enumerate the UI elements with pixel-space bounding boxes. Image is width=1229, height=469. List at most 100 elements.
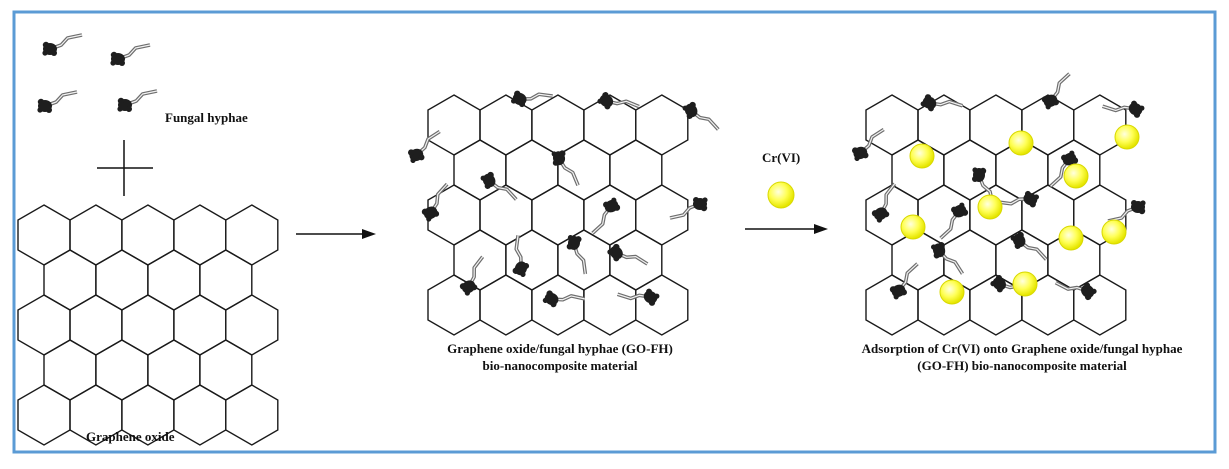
adsorbed-cr-ions: [900, 124, 1140, 305]
fungal-hypha-icon: [459, 255, 485, 296]
hexagon-cell: [865, 274, 919, 336]
fungal-hypha-icon: [480, 171, 518, 201]
fungal-hypha-icon: [871, 182, 897, 223]
figure-frame: [12, 10, 1217, 454]
hexagon-cell: [225, 294, 279, 356]
graphene-oxide-label: Graphene oxide: [86, 429, 175, 444]
fungal-hypha-icon: [852, 128, 885, 162]
hexagon-cell: [891, 229, 945, 291]
hexagon-cell: [69, 294, 123, 356]
free-fungal-hyphae: [37, 33, 158, 113]
fungal-hypha-icon: [110, 43, 151, 66]
hexagon-cell: [95, 249, 149, 311]
hexagon-cell: [583, 274, 637, 336]
hexagon-cell: [609, 139, 663, 201]
fungal-hypha-icon: [117, 89, 158, 112]
hexagon-cell: [173, 294, 227, 356]
fungal-hypha-icon: [37, 90, 78, 113]
hexagon-cell: [531, 274, 585, 336]
fungal-hypha-icon: [566, 234, 588, 275]
fungal-hypha-icon: [930, 242, 964, 275]
cr-vi-ion-icon: [1063, 163, 1089, 189]
cr-vi-ion-icon: [977, 194, 1003, 220]
cr-vi-ion-icon: [939, 279, 965, 305]
composite-fungal-hyphae: [408, 90, 720, 308]
cr-vi-ion-icon: [1008, 130, 1034, 156]
fungal-hypha-icon: [682, 101, 720, 131]
fungal-hyphae-label: Fungal hyphae: [165, 110, 248, 125]
hexagon-cell: [531, 184, 585, 246]
hexagon-cell: [121, 204, 175, 266]
hexagon-cell: [1073, 274, 1127, 336]
hexagon-cell: [225, 384, 279, 446]
fungal-hypha-icon: [607, 243, 649, 266]
fungal-hypha-icon: [408, 130, 441, 164]
hexagon-cell: [199, 339, 253, 401]
fungal-hypha-icon: [1054, 281, 1097, 301]
hexagon-cell: [505, 229, 559, 291]
plus-sign-icon: [97, 140, 153, 196]
hexagon-cell: [17, 384, 71, 446]
hexagon-cell: [173, 384, 227, 446]
fungal-hypha-icon: [542, 290, 586, 308]
go-fh-composite-lattice: [427, 94, 689, 336]
fungal-hypha-icon: [616, 288, 660, 306]
hexagon-cell: [865, 94, 919, 156]
hexagon-cell: [147, 339, 201, 401]
hexagon-cell: [69, 204, 123, 266]
fungal-hypha-icon: [597, 92, 640, 110]
cr-vi-ion-icon: [1114, 124, 1140, 150]
hexagon-cell: [479, 274, 533, 336]
hexagon-cell: [43, 249, 97, 311]
graphene-oxide-lattice: [17, 204, 279, 446]
cr-vi-label: Cr(VI): [762, 150, 800, 165]
hexagon-cell: [173, 204, 227, 266]
cr-vi-ion-icon: [767, 181, 795, 209]
hexagon-cell: [121, 294, 175, 356]
hexagon-cell: [1073, 94, 1127, 156]
hexagon-cell: [17, 294, 71, 356]
right-arrow-icon: [745, 224, 828, 234]
adsorption-title-line1: Adsorption of Cr(VI) onto Graphene oxide…: [862, 341, 1183, 356]
composite-title-line1: Graphene oxide/fungal hyphae (GO-FH): [447, 341, 673, 356]
hexagon-cell: [453, 139, 507, 201]
hexagon-cell: [479, 184, 533, 246]
hexagon-cell: [583, 184, 637, 246]
fungal-hypha-icon: [42, 33, 83, 56]
hexagon-cell: [199, 249, 253, 311]
adsorption-title-line2: (GO-FH) bio-nanocomposite material: [917, 358, 1127, 373]
right-arrow-icon: [296, 229, 376, 239]
hexagon-cell: [531, 94, 585, 156]
fungal-hypha-icon: [591, 197, 621, 235]
cr-vi-ion-icon: [909, 143, 935, 169]
fungal-hypha-icon: [510, 90, 553, 108]
fungal-hypha-icon: [1041, 72, 1071, 110]
hexagon-cell: [635, 94, 689, 156]
adsorbed-composite-fungal-hyphae: [852, 72, 1146, 301]
fungal-hypha-icon: [1101, 100, 1145, 118]
cr-vi-ion-icon: [900, 214, 926, 240]
fungal-hypha-icon: [939, 202, 969, 240]
cr-vi-ion-icon: [1058, 225, 1084, 251]
fungal-hypha-icon: [1107, 200, 1146, 223]
hexagon-cell: [505, 139, 559, 201]
fungal-hypha-icon: [920, 94, 964, 112]
fungal-hypha-icon: [1049, 150, 1079, 188]
hexagon-cell: [17, 204, 71, 266]
fungal-hypha-icon: [669, 197, 708, 220]
fungal-hypha-icon: [997, 190, 1040, 208]
hexagon-cell: [427, 94, 481, 156]
cr-vi-ion-icon: [1101, 219, 1127, 245]
hexagon-cell: [147, 249, 201, 311]
cr-vi-ion-icon: [1012, 271, 1038, 297]
fungal-hypha-icon: [551, 150, 580, 186]
composite-title-line2: bio-nanocomposite material: [483, 358, 638, 373]
hexagon-cell: [225, 204, 279, 266]
hexagon-cell: [43, 339, 97, 401]
fungal-hypha-icon: [889, 262, 919, 300]
hexagon-cell: [635, 274, 689, 336]
fungal-hypha-icon: [421, 182, 449, 222]
fungal-hypha-icon: [512, 235, 530, 278]
